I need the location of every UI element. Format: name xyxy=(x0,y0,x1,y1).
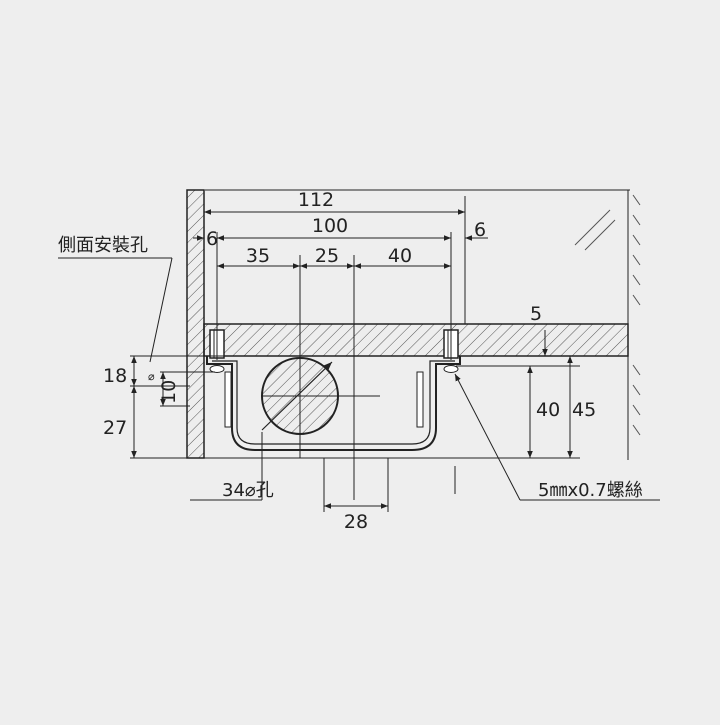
shelf-board xyxy=(203,323,629,357)
dim-5-text: 5 xyxy=(530,303,542,325)
dim-25-text: 25 xyxy=(315,245,339,267)
dim-40-text: 40 xyxy=(388,245,412,267)
dim-18-text: 18 xyxy=(103,365,127,387)
bracket-tab-right xyxy=(416,371,424,428)
side-hole-label: 側面安裝孔 xyxy=(58,235,148,256)
bracket-inner xyxy=(212,360,455,445)
leader-screw xyxy=(454,373,521,501)
dim-27-text: 27 xyxy=(103,417,127,439)
side-panel xyxy=(186,189,205,459)
dim-left6-text: 6 xyxy=(206,228,218,250)
dim-right6-text: 6 xyxy=(474,219,486,241)
dim-112-text: 112 xyxy=(298,189,334,211)
nut-right xyxy=(443,365,459,373)
glass-mark-1 xyxy=(574,209,611,246)
screw-label: 5㎜x0.7螺絲 xyxy=(538,480,643,501)
dim-35-text: 35 xyxy=(246,245,270,267)
leader-side-hole xyxy=(149,257,173,363)
dim-28-text: 28 xyxy=(344,511,368,533)
bracket-outer xyxy=(206,356,461,451)
bracket-tab-left xyxy=(224,371,232,428)
dim-45v-text: 45 xyxy=(572,399,596,421)
nut-left xyxy=(209,365,225,373)
wall-hatch-right xyxy=(632,194,641,436)
side-hole-diameter-mark: ⌀ xyxy=(148,370,155,383)
glass-mark-2 xyxy=(584,219,616,251)
pipe-hole-label: 34⌀孔 xyxy=(222,480,274,501)
pipe-diameter-arrow xyxy=(261,361,333,431)
dim-100-text: 100 xyxy=(312,215,348,237)
dim-10-text: 10 xyxy=(158,380,180,404)
dim-40v-text: 40 xyxy=(536,399,560,421)
